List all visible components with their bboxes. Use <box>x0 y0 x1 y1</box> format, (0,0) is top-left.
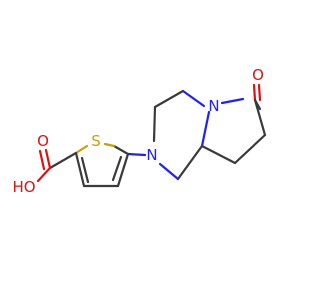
bond-c3-c2 <box>153 89 185 109</box>
bond-c9-c8a <box>176 144 204 181</box>
bonds <box>36 83 267 188</box>
acid-oxygen-label: O <box>37 132 49 150</box>
bond-n4-c3 <box>181 89 206 108</box>
bond-c8a-n4 <box>200 110 211 148</box>
bond-n1-thiophene <box>126 152 147 157</box>
carbonyl-oxygen-label: O <box>252 66 264 84</box>
bond-carbonyl-o <box>252 83 257 102</box>
bond-carbonyl-o-double <box>257 83 262 102</box>
bond-s-c2 <box>74 144 89 155</box>
bond-c2-carboxyl <box>48 151 78 170</box>
bond-c2-n1 <box>152 105 157 143</box>
bond-carboxyl-oh <box>36 166 52 183</box>
bond-n4-c5 <box>220 97 245 105</box>
nitrogen-piperazine-label: N <box>146 146 157 164</box>
bond-c4-c5-double <box>111 155 123 182</box>
bond-thiophene-c5-s <box>112 144 130 156</box>
bond-c6-c7 <box>233 133 267 165</box>
bond-carboxyl-o-double <box>38 149 46 171</box>
atom-labels: O N N S O HO <box>12 66 263 196</box>
bond-carboxyl-o <box>44 148 52 170</box>
bond-c2-c3 <box>74 151 86 188</box>
sulfur-label: S <box>91 132 101 150</box>
bond-c5-c6 <box>253 98 267 137</box>
bond-c4-c5 <box>116 152 130 188</box>
bond-n1-c9 <box>158 162 180 181</box>
hydroxyl-label: HO <box>12 178 35 196</box>
bond-s-c5 <box>103 142 116 148</box>
bond-c7-c8a <box>200 144 237 165</box>
structure-diagram: O N N S O HO <box>12 66 267 196</box>
bond-c2-c3-double <box>80 156 90 184</box>
nitrogen-bridge-label: N <box>208 97 219 115</box>
